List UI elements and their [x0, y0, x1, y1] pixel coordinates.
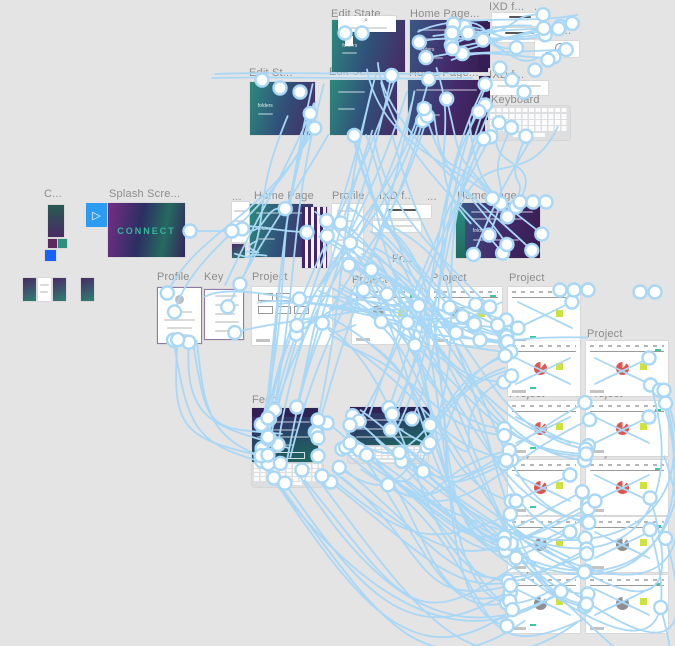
avatar [174, 294, 184, 304]
artboard-ixd-4b[interactable] [373, 221, 421, 232]
artboard-project-b-right[interactable] [586, 401, 668, 456]
folders-text: folders [417, 103, 433, 110]
artboard-splash[interactable]: CONNECT [108, 203, 185, 257]
label-profile-2[interactable]: Profile [157, 271, 190, 283]
label-project-3[interactable]: Project [431, 272, 467, 284]
label-ixd-1[interactable]: IXD f... [489, 1, 525, 13]
color-swatch-gradient[interactable] [48, 205, 64, 237]
button-chip [293, 305, 309, 314]
artboard-project-b-left[interactable] [508, 401, 580, 456]
artboard-feed-keyboard[interactable] [252, 463, 323, 487]
button-chip [258, 305, 274, 314]
label-home-page-1[interactable]: Home Page... [410, 8, 480, 20]
thumbnail-4[interactable] [81, 278, 94, 301]
label-project-a-right[interactable]: Project [587, 328, 623, 340]
doc-icon [345, 36, 353, 46]
artboard-ixd-1[interactable] [492, 13, 548, 26]
artboard-project-3[interactable] [430, 287, 502, 345]
label-project-4[interactable]: Project [509, 272, 545, 284]
artboard-strip-1[interactable] [479, 22, 490, 68]
play-button[interactable]: ▷ [86, 203, 107, 227]
label-home-page-4[interactable]: Home Page [457, 190, 517, 202]
artboard-project-a-right[interactable] [586, 341, 668, 396]
artboard-edit-state-3[interactable] [330, 80, 397, 135]
artboard-mini-white[interactable] [232, 202, 249, 242]
label-fr[interactable]: Fr... [392, 253, 412, 265]
thumbnail-3[interactable] [53, 278, 66, 301]
artboard-edit-state-2[interactable]: folders [250, 82, 315, 135]
artboard-ixd-3[interactable] [490, 81, 548, 95]
artboard-project-d-left[interactable] [508, 517, 580, 572]
artboard-home-page-2[interactable]: folders [408, 80, 485, 135]
artboard-project-e-left[interactable] [508, 575, 580, 633]
color-swatch-purple[interactable] [48, 239, 57, 248]
folders-text: folders [419, 47, 435, 54]
label-key[interactable]: Key [204, 271, 224, 283]
button-chip [276, 305, 291, 314]
artboard-ixd-1b[interactable] [490, 28, 548, 42]
color-swatch-teal[interactable] [58, 239, 67, 248]
artboard-project-a-left[interactable] [508, 341, 580, 396]
splash-title: CONNECT [117, 225, 176, 236]
artboard-feed-2[interactable] [350, 407, 430, 445]
search-popup[interactable]: ⌕ [338, 16, 396, 32]
artboard-project-e-right[interactable] [586, 575, 668, 633]
artboard-project-d-right[interactable] [586, 517, 668, 572]
label-colors[interactable]: C... [44, 188, 62, 200]
play-icon: ▷ [92, 209, 101, 222]
artboard-mini-gradient[interactable] [232, 244, 245, 258]
folders-text: folders [257, 103, 273, 110]
label-keyboard-1[interactable]: Keyboard [491, 94, 540, 106]
search-icon: ⌕ [364, 17, 369, 24]
label-feed[interactable]: Feed [252, 394, 278, 406]
label-project-2[interactable]: Project [352, 274, 388, 286]
button-chip [258, 292, 274, 301]
label-ixd-4[interactable]: IXD f... [379, 190, 415, 202]
artboard-home-page-1[interactable]: folders [410, 20, 488, 72]
color-swatch-blue[interactable] [45, 250, 56, 261]
artboard-profile-1[interactable] [332, 204, 363, 257]
label-ixd-3[interactable]: IXD f... [489, 69, 525, 81]
artboard-feed[interactable] [252, 408, 318, 462]
artboard-striped[interactable] [302, 207, 327, 268]
artboard-project-c-right[interactable] [586, 460, 668, 515]
button-chip [276, 292, 291, 301]
feed-button [265, 452, 305, 459]
feed2-header [350, 407, 430, 414]
link-underline [546, 52, 568, 55]
folders-text: folders [472, 228, 488, 235]
label-dots-1[interactable]: ... [534, 1, 544, 13]
label-dots-3[interactable]: ... [427, 191, 437, 203]
artboard-project-2[interactable] [352, 287, 422, 344]
artboard-key[interactable] [204, 289, 244, 340]
feed-header [252, 408, 318, 417]
artboard-project-c-left[interactable] [508, 460, 580, 515]
label-home-page-3[interactable]: Home Page [254, 190, 314, 202]
artboard-ixd-2[interactable] [535, 41, 579, 57]
folders-text: folders [257, 226, 273, 233]
artboard-project-1[interactable] [252, 287, 332, 345]
label-project-1[interactable]: Project [252, 271, 288, 283]
label-splash[interactable]: Splash Scre... [109, 188, 181, 200]
label-profile-1[interactable]: Profile [332, 190, 365, 202]
artboard-profile-2[interactable] [157, 287, 202, 344]
artboard-ixd-4a[interactable] [375, 205, 431, 218]
folder-column [456, 209, 466, 258]
thumbnail-2[interactable] [38, 278, 51, 301]
artboard-keyboard-1[interactable] [488, 106, 570, 140]
label-edit-state-2[interactable]: Edit St... [249, 67, 293, 79]
artboard-home-page-4[interactable]: folders [456, 203, 540, 258]
artboard-feed-2-keyboard[interactable] [348, 446, 428, 463]
thumbnail-1[interactable] [23, 278, 36, 301]
artboard-project-4[interactable] [508, 287, 580, 345]
